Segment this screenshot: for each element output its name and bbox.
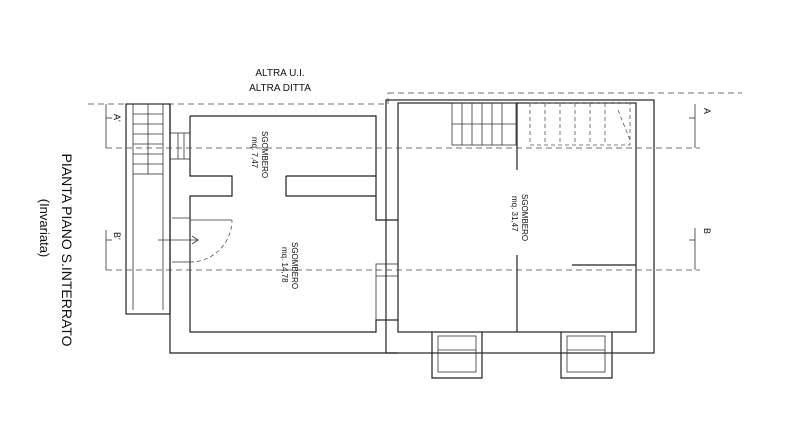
neighbor-label-1: ALTRA U.I. (255, 68, 304, 79)
plan-subtitle: (Invariata) (37, 199, 52, 258)
neighbor-label-2: ALTRA DITTA (249, 83, 311, 94)
left-stair (125, 103, 191, 315)
plan-title: PIANTA PIANO S.INTERRATO (59, 154, 75, 347)
room-name: SGOMBERO (260, 131, 269, 178)
room-name: SGOMBERO (290, 242, 299, 289)
room-area: mq. 7,47 (250, 137, 259, 169)
neighbor-boundary (88, 92, 742, 105)
section-lines (105, 104, 700, 271)
section-label-a-left: A' (112, 114, 122, 122)
section-label-b-right: B (702, 228, 712, 234)
room-area: mq. 31,47 (510, 196, 519, 232)
right-block-walls (385, 99, 655, 379)
room-area: mq. 14,78 (280, 247, 289, 283)
room-label-2: SGOMBERO mq. 14,78 (280, 242, 299, 289)
room-label-1: SGOMBERO mq. 7,47 (250, 131, 269, 178)
door-swing (158, 217, 233, 263)
section-label-b-left: B' (112, 232, 122, 240)
room-name: SGOMBERO (520, 194, 529, 241)
room-label-3: SGOMBERO mq. 31,47 (510, 194, 529, 241)
section-label-a-right: A (702, 108, 712, 114)
left-block-walls (169, 104, 399, 354)
